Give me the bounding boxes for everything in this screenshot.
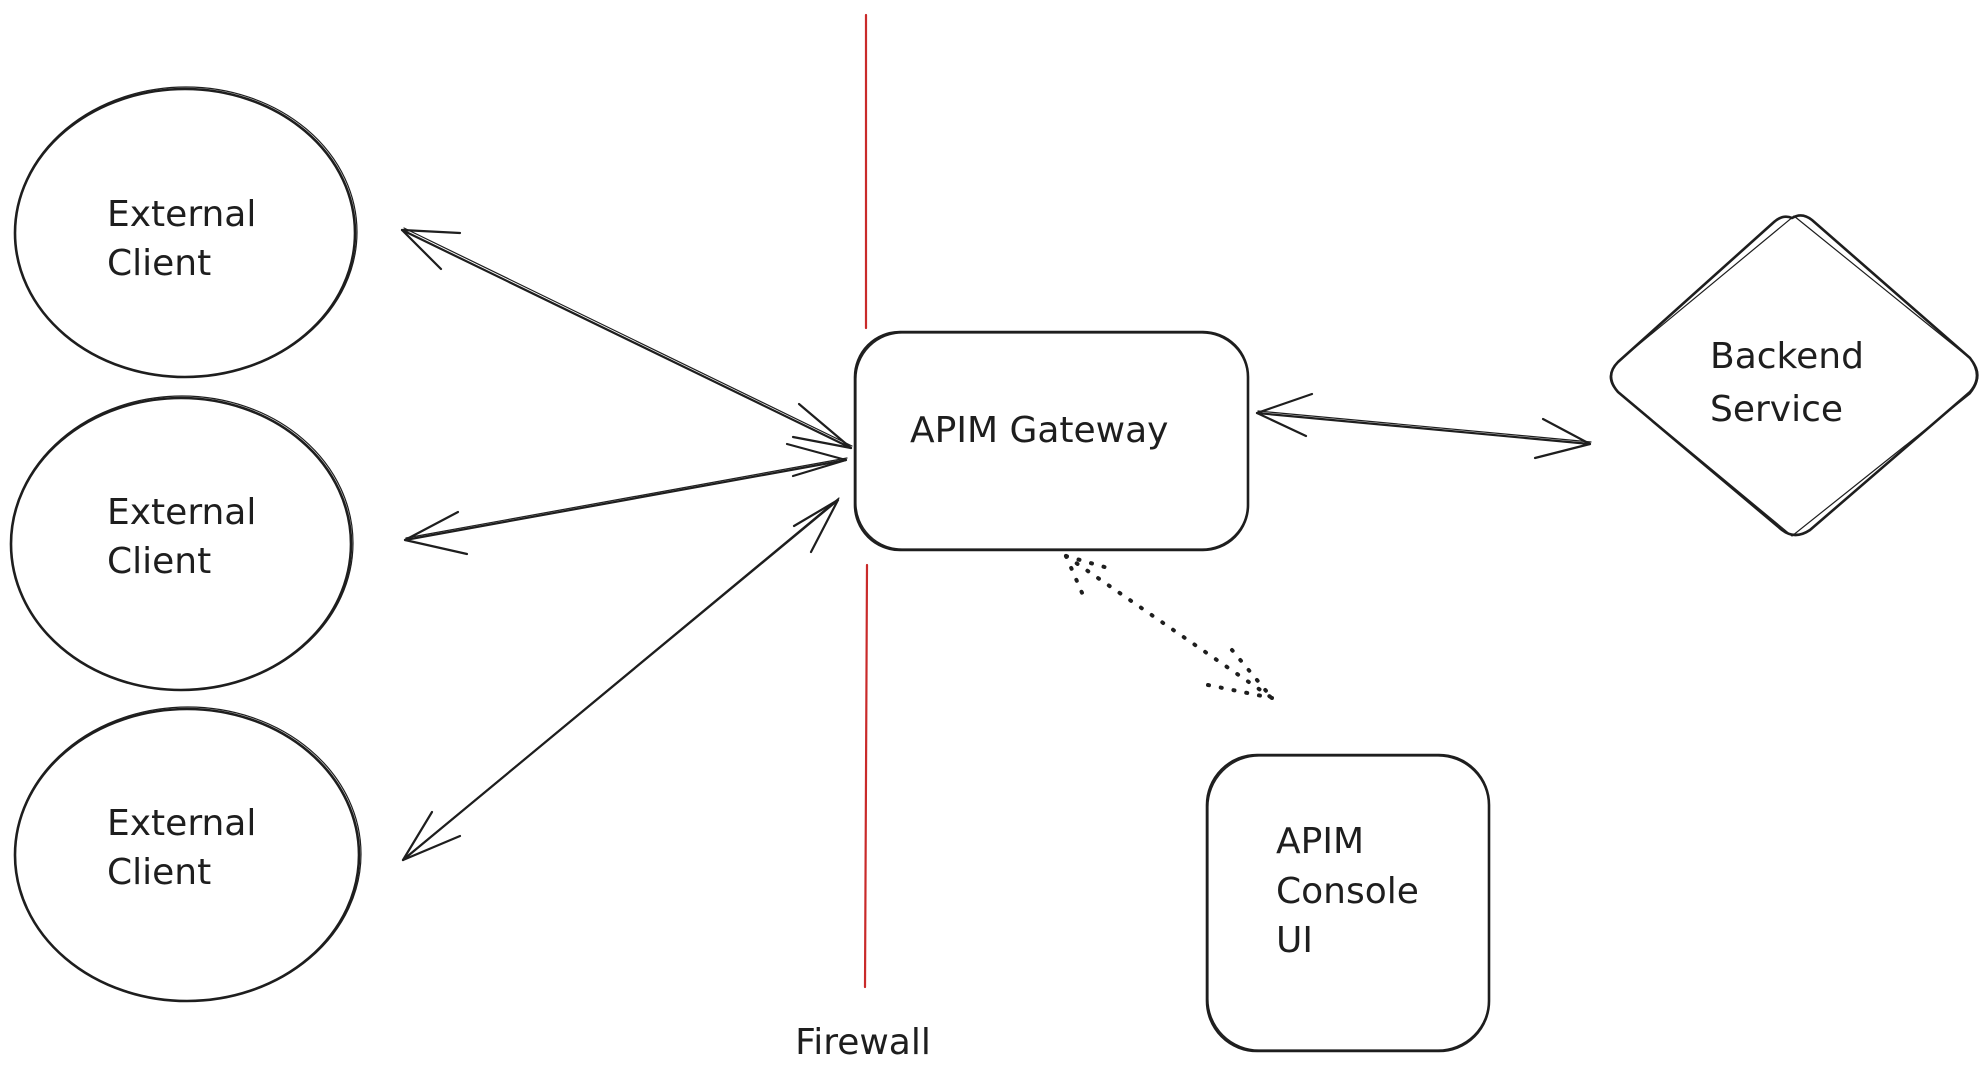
diamond-shape bbox=[1609, 214, 1979, 537]
arrowhead-start-icon-2 bbox=[1064, 554, 1110, 570]
node-label-line-1: External bbox=[107, 492, 256, 533]
arrowhead-end-icon bbox=[1533, 417, 1592, 460]
ellipse-sketch-stroke bbox=[14, 86, 358, 378]
arrowhead-end-icon-2 bbox=[1206, 683, 1274, 700]
node-label: APIM Gateway bbox=[910, 410, 1169, 451]
node-label-line-1: External bbox=[107, 803, 256, 844]
node-label-line-3: UI bbox=[1276, 920, 1313, 961]
node-label-line-2: Client bbox=[107, 243, 211, 284]
rounded-rect-sketch-stroke bbox=[855, 332, 1249, 550]
arrowhead-start-icon bbox=[403, 510, 469, 556]
edge-client3-gateway[interactable] bbox=[401, 497, 840, 862]
edge-line-sketch bbox=[404, 497, 840, 859]
firewall-line-bottom bbox=[863, 563, 869, 989]
external-client-node-3[interactable]: External Client bbox=[13, 706, 362, 1003]
ellipse-sketch-stroke bbox=[10, 395, 354, 691]
arrowhead-start-icon bbox=[1255, 392, 1314, 438]
node-label-line-2: Client bbox=[107, 541, 211, 582]
edge-line-sketch bbox=[1257, 410, 1592, 443]
firewall-label: Firewall bbox=[795, 1022, 931, 1063]
arrowhead-start-icon bbox=[400, 228, 462, 271]
node-label-line-1: APIM bbox=[1276, 821, 1364, 862]
arrowhead-end-icon bbox=[1230, 648, 1274, 700]
external-client-node-1[interactable]: External Client bbox=[13, 86, 358, 379]
edge-line-dotted bbox=[1064, 554, 1274, 700]
edge-client2-gateway[interactable] bbox=[403, 442, 848, 556]
arrowhead-end-icon bbox=[791, 402, 853, 450]
node-label-line-2: Console bbox=[1276, 871, 1419, 912]
edge-line bbox=[403, 458, 848, 542]
apim-gateway-node[interactable]: APIM Gateway bbox=[853, 330, 1250, 552]
edge-client1-gateway[interactable] bbox=[400, 227, 853, 450]
arrowhead-end-icon bbox=[785, 442, 848, 478]
diamond-sketch-stroke bbox=[1609, 215, 1979, 537]
node-label-line-1: Backend bbox=[1710, 336, 1864, 377]
backend-service-node[interactable]: Backend Service bbox=[1609, 214, 1979, 537]
node-label-line-2: Client bbox=[107, 852, 211, 893]
ellipse-sketch-stroke bbox=[14, 706, 362, 1002]
node-label-line-1: External bbox=[107, 194, 256, 235]
arrowhead-start-icon bbox=[1064, 554, 1088, 604]
arrowhead-end-icon bbox=[792, 498, 840, 554]
rounded-rect-sketch-stroke bbox=[1207, 755, 1490, 1051]
external-client-node-2[interactable]: External Client bbox=[9, 395, 354, 692]
apim-console-ui-node[interactable]: APIM Console UI bbox=[1205, 753, 1491, 1053]
node-label-line-2: Service bbox=[1710, 389, 1843, 430]
edge-line bbox=[400, 228, 853, 450]
edge-line bbox=[1255, 411, 1592, 446]
firewall[interactable]: Firewall bbox=[795, 13, 931, 1063]
edge-gateway-console[interactable] bbox=[1064, 554, 1274, 700]
edge-gateway-backend[interactable] bbox=[1255, 392, 1592, 460]
arrowhead-start-icon bbox=[401, 810, 462, 862]
edge-line-sketch bbox=[403, 227, 853, 447]
edge-line-sketch bbox=[405, 457, 848, 539]
